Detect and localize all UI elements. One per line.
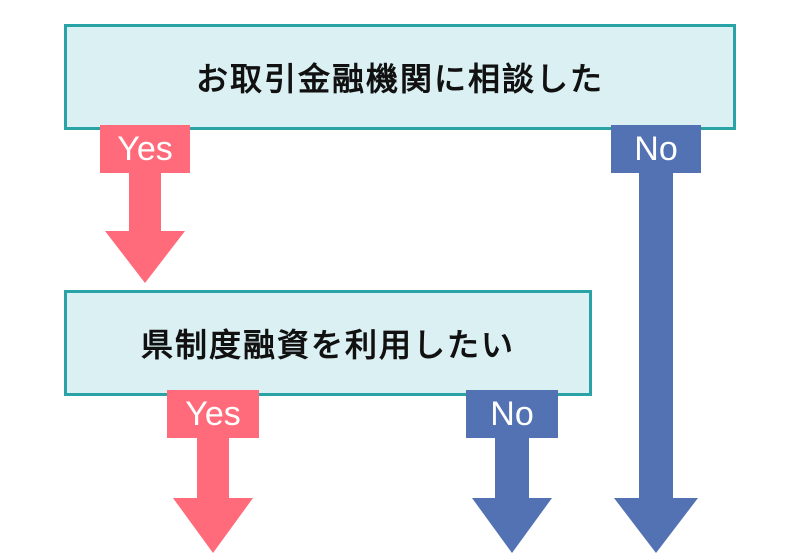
yes-arrow-1: Yes bbox=[100, 125, 190, 285]
yes-label: Yes bbox=[117, 130, 173, 168]
arrow-down-icon bbox=[167, 390, 259, 553]
no-arrow-2: No bbox=[466, 390, 558, 555]
no-arrow-1: No bbox=[606, 125, 706, 555]
question-text: お取引金融機関に相談した bbox=[195, 60, 604, 98]
yes-arrow-2: Yes bbox=[167, 390, 259, 555]
arrow-down-icon bbox=[611, 125, 701, 553]
question-text: 県制度融資を利用したい bbox=[140, 326, 515, 364]
no-label: No bbox=[490, 395, 534, 433]
no-label: No bbox=[634, 130, 678, 168]
arrow-down-icon bbox=[100, 125, 190, 283]
arrow-down-icon bbox=[466, 390, 558, 553]
question-box-prefecture-loan: 県制度融資を利用したい bbox=[64, 290, 592, 396]
question-box-consulted-bank: お取引金融機関に相談した bbox=[64, 24, 736, 130]
yes-label: Yes bbox=[185, 395, 241, 433]
